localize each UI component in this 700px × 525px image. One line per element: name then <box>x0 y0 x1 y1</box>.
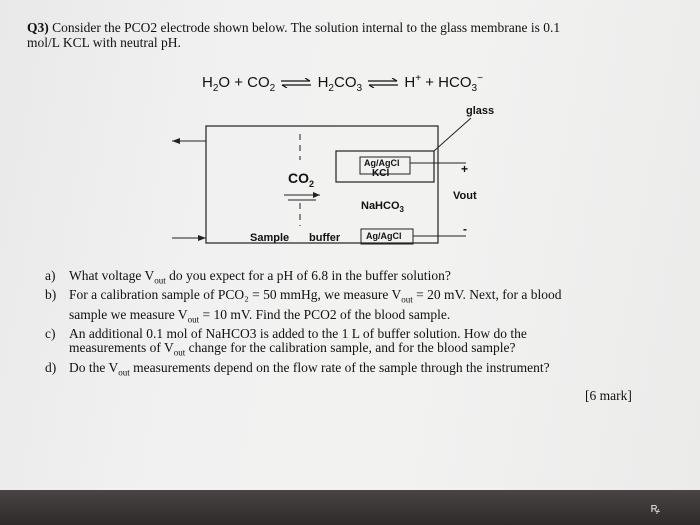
document-page <box>0 0 700 490</box>
inlet-arrow-icon <box>172 138 180 144</box>
glass-pointer <box>433 117 472 152</box>
negative-terminal: - <box>463 222 467 236</box>
subquestion-c: c) An additional 0.1 mol of NaHCO3 is ad… <box>45 325 527 359</box>
subquestion-list: a) What voltage Vout do you expect for a… <box>45 268 645 380</box>
nahco3-label: NaHCO3 <box>361 200 404 215</box>
screen-bottom-edge <box>0 490 700 525</box>
question-number: Q3) <box>27 20 49 35</box>
electrode-diagram <box>172 117 472 245</box>
marks-label: [6 mark] <box>585 388 632 403</box>
agagcl-top-label: Ag/AgCl <box>364 158 400 168</box>
kcl-label: KCl <box>372 168 390 179</box>
subquestion-a: a) What voltage Vout do you expect for a… <box>45 268 451 286</box>
sample-label: Sample <box>250 232 290 244</box>
agagcl-bottom-label: Ag/AgCl <box>366 231 402 241</box>
vout-label: Vout <box>453 190 477 202</box>
equilibrium-arrow-icon <box>281 78 312 89</box>
electrode-outer-box <box>205 125 439 244</box>
glass-label: glass <box>466 105 495 117</box>
co2-arrow-icon <box>313 192 320 198</box>
question-text: Q3) Consider the PCO2 electrode shown be… <box>27 20 667 50</box>
buffer-label: buffer <box>309 232 341 244</box>
question-line-1: Consider the PCO2 electrode shown below.… <box>48 20 561 35</box>
equilibrium-arrow-icon <box>368 78 399 89</box>
co2-label: CO2 <box>288 170 315 189</box>
corner-logo-icon: ꝶ <box>650 501 660 516</box>
positive-terminal: + <box>461 162 469 176</box>
question-line-2: mol/L KCL with neutral pH. <box>27 35 181 50</box>
subquestion-d: d) Do the Vout measurements depend on th… <box>45 359 550 378</box>
reaction-equation: H2O + CO2 H2CO3 H+ + HCO3− <box>202 73 483 94</box>
agagcl-electrode-top <box>359 156 411 175</box>
outlet-arrow-icon <box>198 235 206 241</box>
inner-electrode-box <box>335 150 435 183</box>
subquestion-b: b) For a calibration sample of PCO₂ = 50… <box>45 287 562 325</box>
